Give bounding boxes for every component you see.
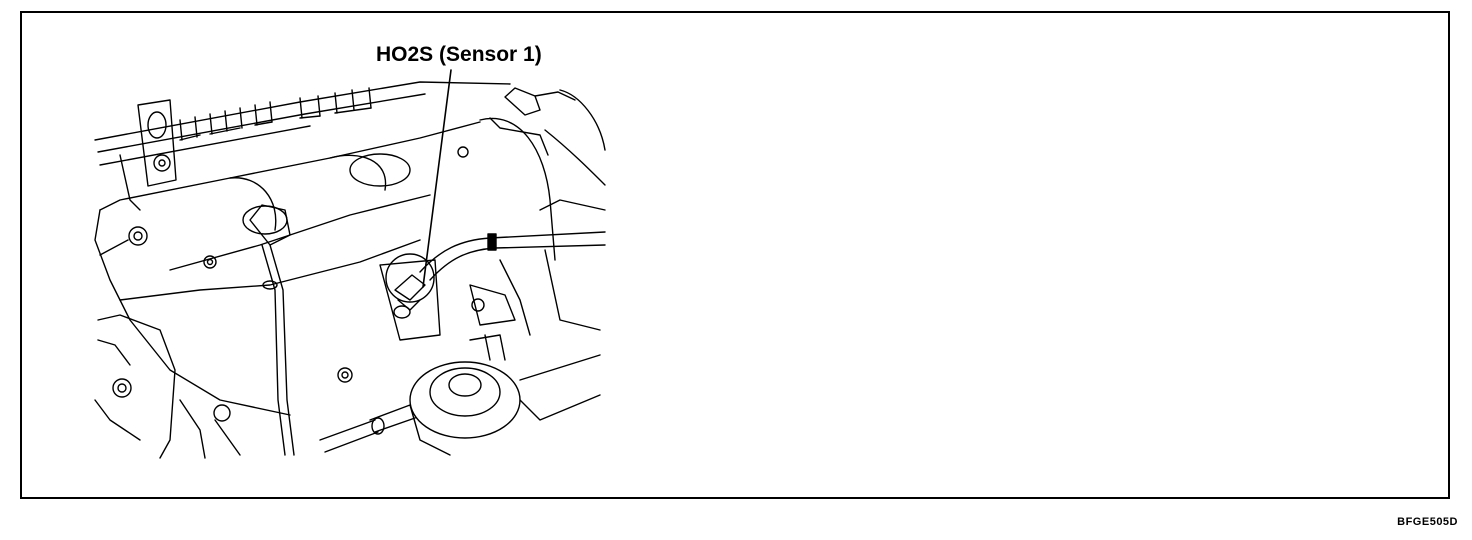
cylinder-head-outline <box>94 81 511 211</box>
callout-leader-line <box>422 69 452 288</box>
exhaust-manifold <box>94 121 481 416</box>
mounting-bolts <box>99 226 241 456</box>
lifting-bracket <box>137 99 177 187</box>
figure-frame <box>20 11 1450 499</box>
upper-hose-connector <box>504 87 606 151</box>
sensor-callout-label: HO2S (Sensor 1) <box>376 43 542 66</box>
oxygen-sensor-icon <box>379 253 441 341</box>
lower-shaft <box>319 404 416 453</box>
engine-mount <box>409 334 601 456</box>
catalytic-converter <box>469 117 606 336</box>
figure-code: BFGE505D <box>1397 516 1458 528</box>
lower-engine-block <box>94 314 206 459</box>
oil-dipstick <box>249 204 295 456</box>
sensor-wire-harness <box>419 231 606 281</box>
